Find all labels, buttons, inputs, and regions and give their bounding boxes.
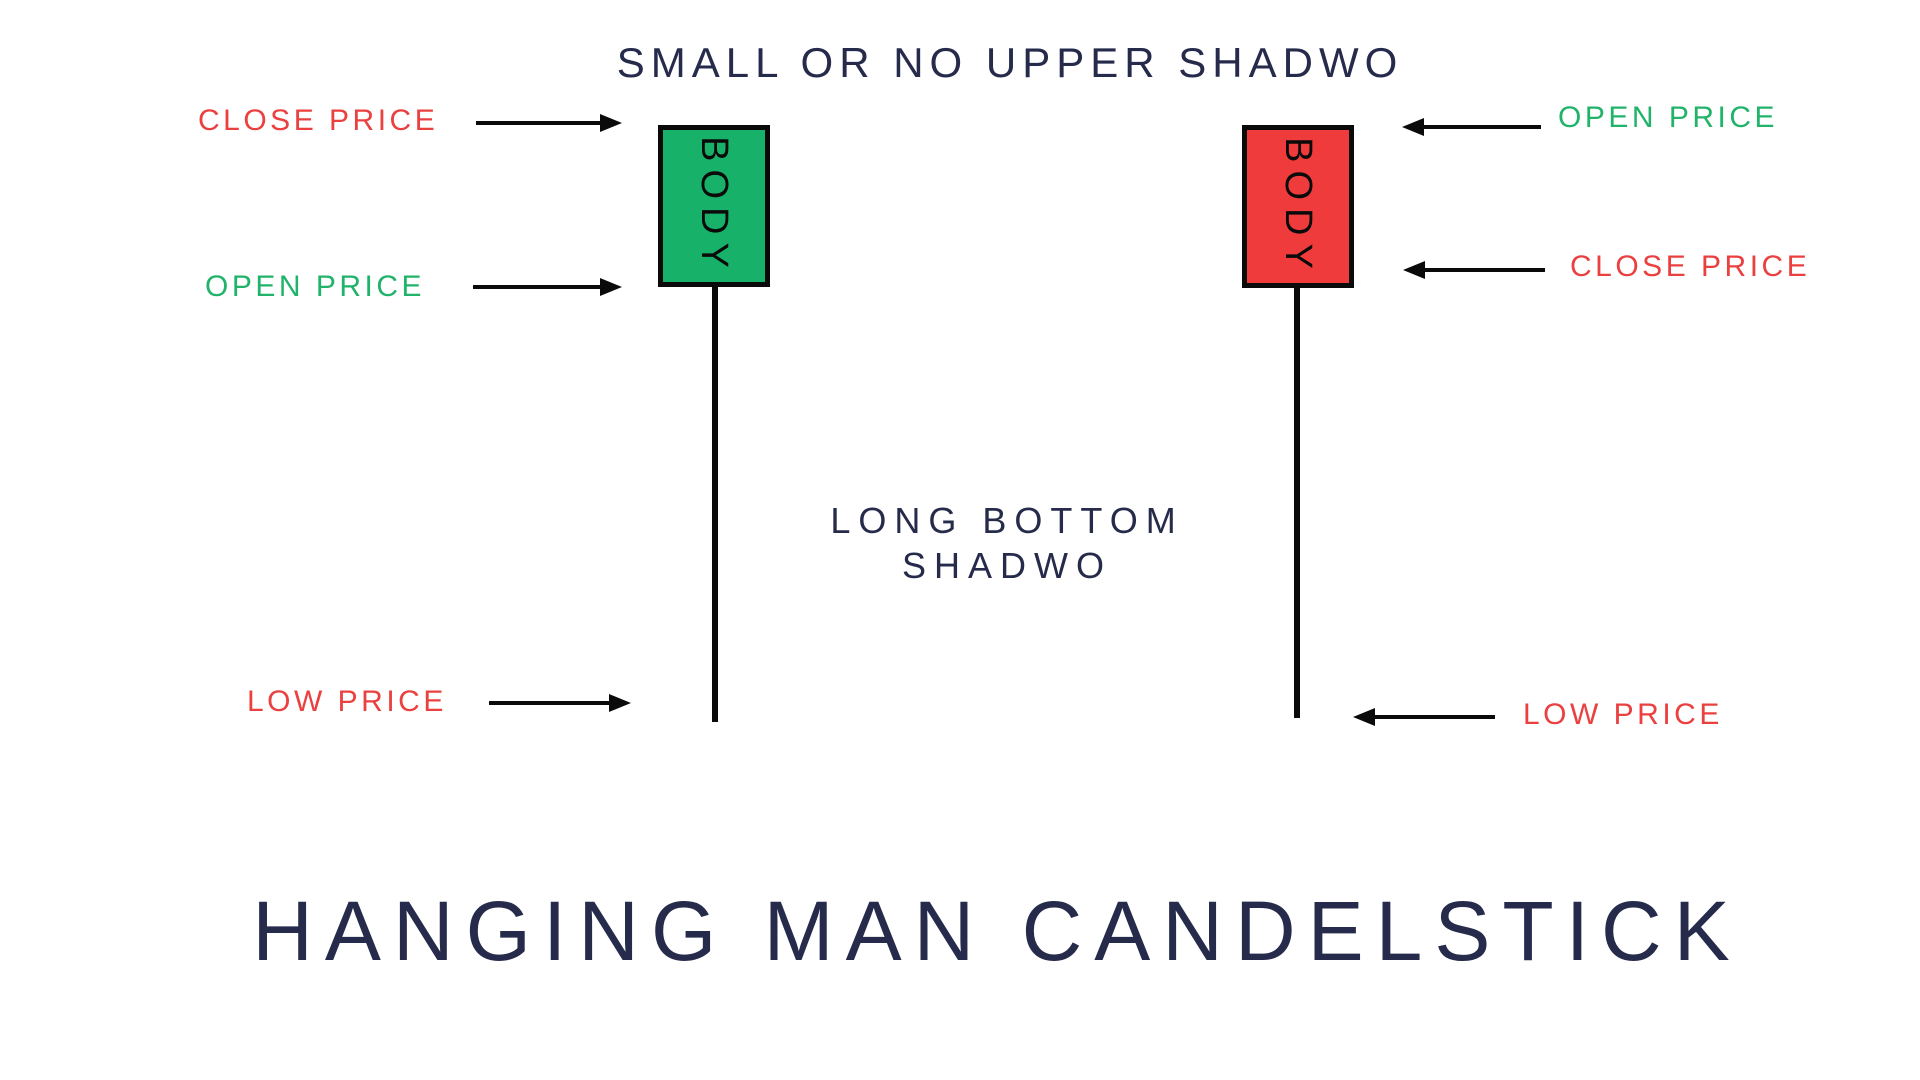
lower-shadow-annotation-line2: SHADWO [901,545,1112,586]
bullish-open-price-label: OPEN PRICE [205,270,426,303]
lower-shadow-annotation-line1: LONG BOTTOM [830,500,1184,541]
bearish-open-price-label: OPEN PRICE [1558,101,1779,134]
arrow-right-icon [476,114,622,132]
bearish-candle-wick [1294,288,1300,718]
bearish-candle-body: BODY [1242,125,1354,288]
bullish-candle-wick [712,287,718,722]
bearish-low-price-label: LOW PRICE [1523,698,1723,731]
lower-shadow-annotation: LONG BOTTOM SHADWO [830,498,1183,588]
arrow-left-icon [1402,118,1541,136]
bullish-body-label: BODY [693,136,735,276]
arrow-left-icon [1353,708,1495,726]
bullish-candle-body: BODY [658,125,770,287]
diagram-title: HANGING MAN CANDELSTICK [252,884,1742,978]
bullish-low-price-label: LOW PRICE [247,685,447,718]
bearish-body-label: BODY [1277,136,1319,277]
arrow-left-icon [1403,261,1545,279]
bullish-close-price-label: CLOSE PRICE [198,104,439,137]
arrow-right-icon [473,278,622,296]
arrow-right-icon [489,694,631,712]
bearish-close-price-label: CLOSE PRICE [1570,250,1811,283]
upper-shadow-annotation: SMALL OR NO UPPER SHADWO [616,39,1404,86]
